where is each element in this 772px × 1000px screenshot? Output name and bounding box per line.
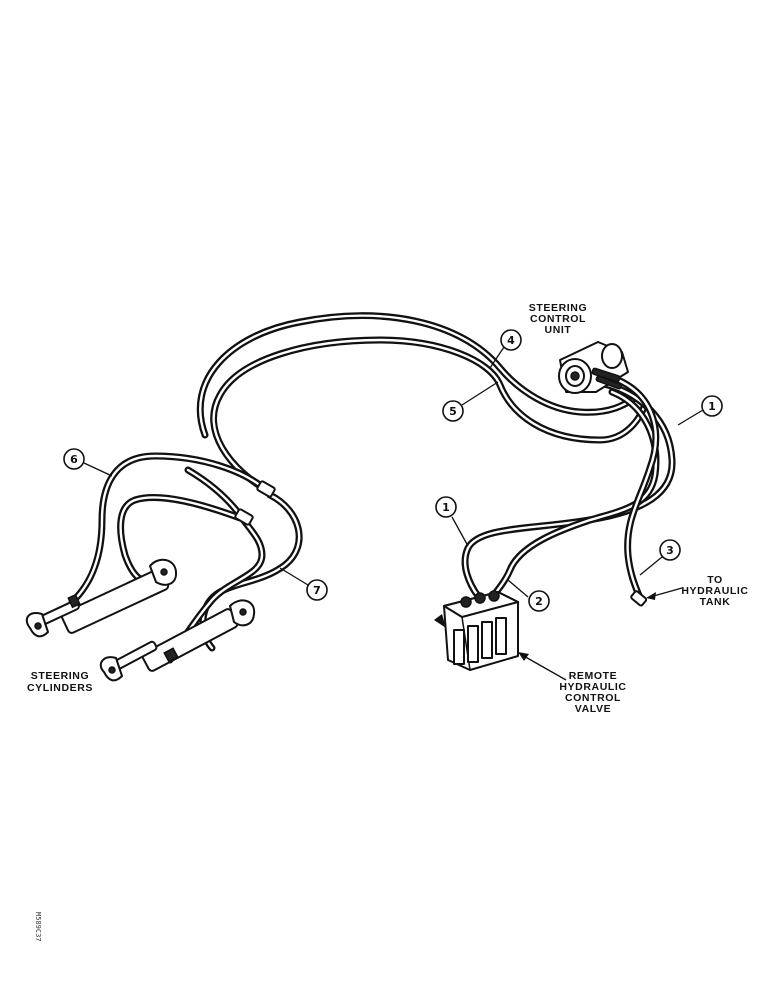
leader-lines (83, 346, 704, 681)
label-steering-cylinders-line-1: STEERING (31, 670, 89, 682)
callout-2: 2 (528, 590, 550, 612)
callout-5: 5 (442, 400, 464, 422)
label-remote-control-valve-line-2: HYDRAULIC (559, 681, 626, 693)
fitting-upper-1 (256, 480, 276, 498)
callout-6: 6 (63, 448, 85, 470)
callout-1-upper: 1 (701, 395, 723, 417)
steering-cylinder-right (99, 599, 256, 682)
hose-crossover-a (166, 466, 266, 664)
callout-6-text: 6 (70, 453, 78, 466)
label-hydraulic-tank: TO HYDRAULIC TANK (681, 574, 748, 608)
callout-3: 3 (659, 539, 681, 561)
fitting-upper-2 (234, 508, 254, 526)
steering-cylinder-left (25, 558, 178, 638)
callout-3-text: 3 (666, 544, 674, 557)
label-remote-control-valve-line-4: VALVE (575, 703, 611, 715)
label-hydraulic-tank-line-3: TANK (700, 596, 731, 608)
valve-spool-4 (495, 617, 507, 655)
callout-7-text: 7 (313, 584, 321, 597)
hose-fittings (234, 480, 648, 607)
label-steering-cylinders-line-2: CYLINDERS (27, 682, 93, 694)
label-steering-control-unit-line-2: CONTROL (530, 313, 586, 325)
hose-6 (68, 452, 272, 606)
callout-2-text: 2 (535, 595, 543, 608)
label-steering-cylinders: STEERING CYLINDERS (27, 670, 93, 694)
callout-7: 7 (306, 579, 328, 601)
label-steering-control-unit-line-3: UNIT (545, 324, 572, 336)
valve-spool-3 (481, 621, 493, 659)
label-hydraulic-tank-line-2: HYDRAULIC (681, 585, 748, 597)
callout-4: 4 (500, 329, 522, 351)
label-remote-control-valve-line-1: REMOTE (569, 670, 618, 682)
steering-control-unit (558, 341, 629, 394)
hose-3 (614, 376, 660, 602)
label-hydraulic-tank-line-1: TO (707, 574, 723, 586)
figure-code: M589C37 (34, 912, 42, 942)
label-steering-control-unit-line-1: STEERING (529, 302, 587, 314)
callout-1-lower-text: 1 (442, 501, 450, 514)
callout-1-lower: 1 (435, 496, 457, 518)
label-remote-control-valve-line-3: CONTROL (565, 692, 621, 704)
valve-spool-1 (453, 629, 465, 665)
label-steering-control-unit: STEERING CONTROL UNIT (529, 302, 587, 336)
tank-fitting (630, 590, 648, 607)
hose-5 (210, 336, 649, 496)
label-remote-control-valve: REMOTE HYDRAULIC CONTROL VALVE (559, 670, 626, 715)
remote-control-valve (434, 590, 519, 671)
callout-4-text: 4 (507, 334, 515, 347)
valve-spool-2 (467, 625, 479, 663)
hose-4 (196, 312, 642, 439)
callout-5-text: 5 (449, 405, 457, 418)
callout-1-upper-text: 1 (708, 400, 716, 413)
hose-crossover-b (117, 494, 244, 584)
